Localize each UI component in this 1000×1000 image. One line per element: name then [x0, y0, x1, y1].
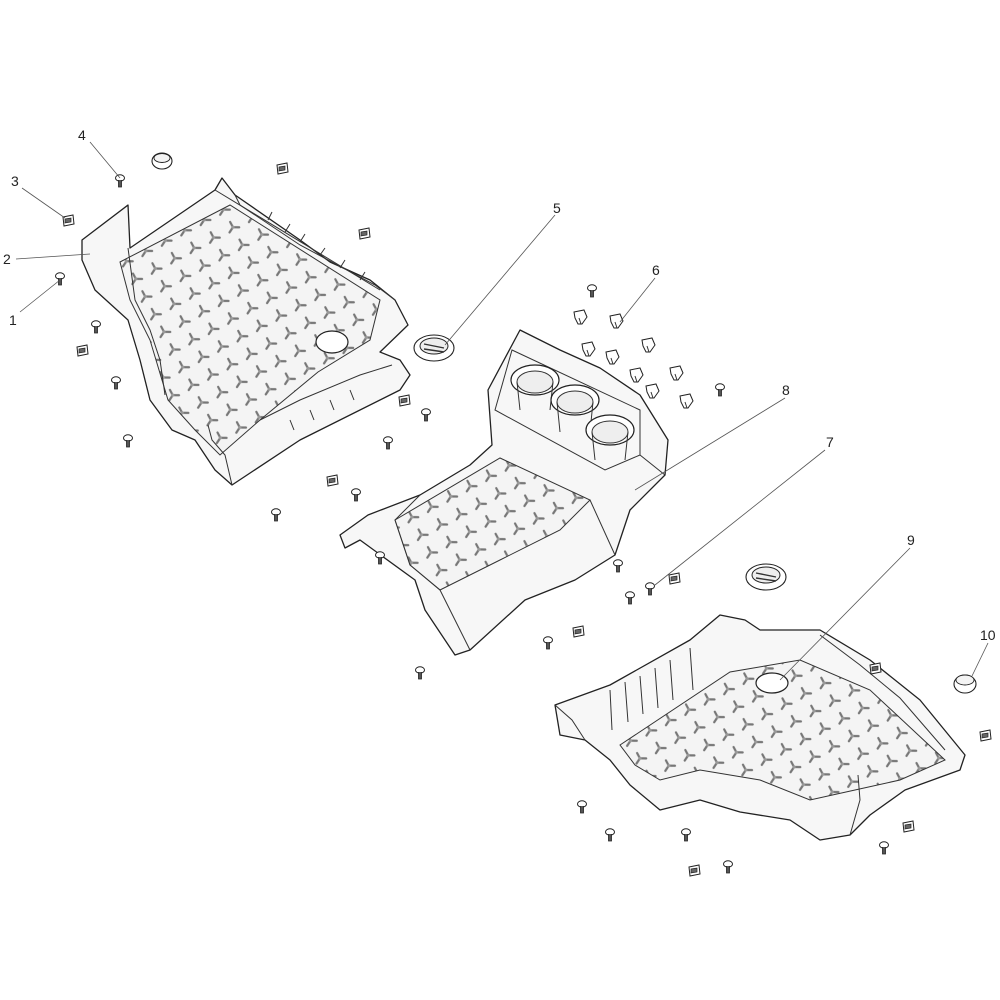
clip-icon [358, 227, 371, 240]
cap-right [745, 563, 787, 591]
screw-icon [351, 488, 361, 502]
screw-icon [55, 272, 65, 286]
screw-icon [383, 436, 393, 450]
clip-icon [688, 864, 701, 877]
right-floor-panel [554, 614, 966, 841]
clip-icon [276, 162, 289, 175]
bumper-icon [645, 383, 660, 399]
left-floor-panel [81, 177, 411, 486]
callout-7: 7 [826, 434, 834, 450]
callout-1: 1 [9, 312, 17, 328]
plug-top [151, 152, 173, 170]
callout-2: 2 [3, 251, 11, 267]
bumper-icon [669, 365, 684, 381]
fastener-group [55, 162, 992, 877]
center-console [339, 329, 669, 656]
bumper-icon [573, 309, 588, 325]
callout-4: 4 [78, 127, 86, 143]
screw-icon [645, 582, 655, 596]
callout-8: 8 [782, 382, 790, 398]
bumper-icon [641, 337, 656, 353]
screw-icon [681, 828, 691, 842]
screw-icon [879, 841, 889, 855]
screw-icon [415, 666, 425, 680]
screw-icon [543, 636, 553, 650]
callout-9: 9 [907, 532, 915, 548]
screw-icon [91, 320, 101, 334]
screw-icon [115, 174, 125, 188]
clip-icon [668, 572, 681, 585]
screw-icon [723, 860, 733, 874]
clip-icon [76, 344, 89, 357]
screw-icon [605, 828, 615, 842]
screw-icon [421, 408, 431, 422]
screw-icon [375, 551, 385, 565]
clip-icon [62, 214, 75, 227]
screw-icon [625, 591, 635, 605]
plug-part-10 [953, 674, 977, 694]
screw-icon [587, 284, 597, 298]
screw-icon [715, 383, 725, 397]
cap-part-5 [413, 334, 455, 362]
clip-icon [398, 394, 411, 407]
callout-5: 5 [553, 200, 561, 216]
callout-6: 6 [652, 262, 660, 278]
callout-labels: 1 2 3 4 5 6 7 8 9 10 [3, 127, 996, 643]
screw-icon [123, 434, 133, 448]
clip-icon [572, 625, 585, 638]
callout-leaders [15, 141, 989, 681]
bumper-icon [679, 393, 694, 409]
callout-3: 3 [11, 173, 19, 189]
callout-10: 10 [980, 627, 996, 643]
screw-icon [613, 559, 623, 573]
screw-icon [577, 800, 587, 814]
clip-icon [979, 729, 992, 742]
bumper-icon [629, 367, 644, 383]
cupholders [510, 364, 635, 461]
bumper-icon [605, 349, 620, 365]
clip-icon [869, 662, 882, 675]
bumper-icon [609, 313, 624, 329]
screw-icon [111, 376, 121, 390]
screw-icon [271, 508, 281, 522]
clip-icon [326, 474, 339, 487]
bumper-icon [581, 341, 596, 357]
clip-icon [902, 820, 915, 833]
